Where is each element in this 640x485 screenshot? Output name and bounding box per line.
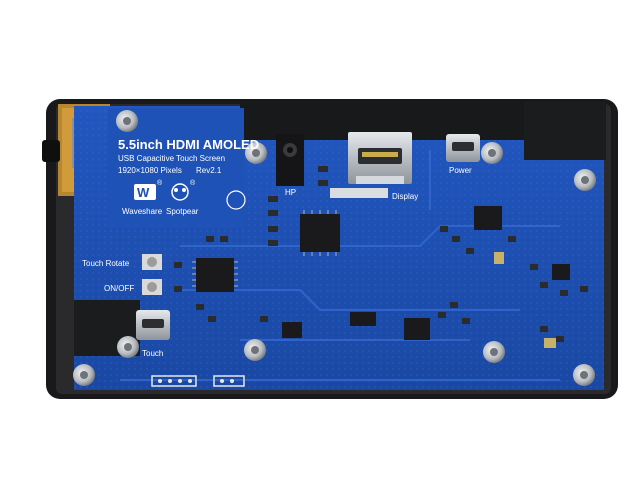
power-usb-port bbox=[446, 134, 480, 162]
registered-mark-right: ® bbox=[190, 179, 196, 187]
hdmi-port bbox=[348, 132, 412, 184]
tactile-buttons bbox=[142, 254, 162, 295]
label-hp: HP bbox=[285, 188, 296, 197]
label-touch-rotate: Touch Rotate bbox=[82, 259, 130, 268]
label-on-off: ON/OFF bbox=[104, 284, 134, 293]
label-display: Display bbox=[392, 192, 418, 201]
brand-waveshare: Waveshare bbox=[122, 207, 163, 216]
brand-spotpear: Spotpear bbox=[166, 207, 199, 216]
passive-components bbox=[174, 166, 588, 342]
display-fpc-connector bbox=[330, 188, 388, 198]
registered-mark-left: ® bbox=[157, 179, 163, 187]
label-power: Power bbox=[449, 166, 472, 175]
board-resolution: 1920×1080 Pixels bbox=[118, 166, 182, 175]
chip-pins bbox=[192, 210, 337, 287]
ic-chips bbox=[196, 206, 570, 340]
ce-mark-icon bbox=[226, 190, 246, 210]
board-title: 5.5inch HDMI AMOLED bbox=[118, 137, 259, 152]
mounting-screws bbox=[73, 110, 596, 386]
board-subtitle: USB Capacitive Touch Screen bbox=[118, 154, 225, 163]
headphone-jack bbox=[276, 134, 304, 186]
pin-header-pads bbox=[158, 379, 234, 383]
label-touch: Touch bbox=[142, 349, 163, 358]
svg-text:W: W bbox=[137, 185, 150, 200]
side-tab bbox=[42, 140, 60, 162]
board-revision: Rev2.1 bbox=[196, 166, 222, 175]
waveshare-logo-icon: W bbox=[134, 184, 156, 200]
touch-usb-port bbox=[136, 310, 170, 340]
pin-headers bbox=[151, 375, 245, 387]
spotpear-logo-icon bbox=[171, 183, 189, 201]
yellow-components bbox=[494, 252, 556, 348]
right-black-block bbox=[524, 102, 606, 160]
